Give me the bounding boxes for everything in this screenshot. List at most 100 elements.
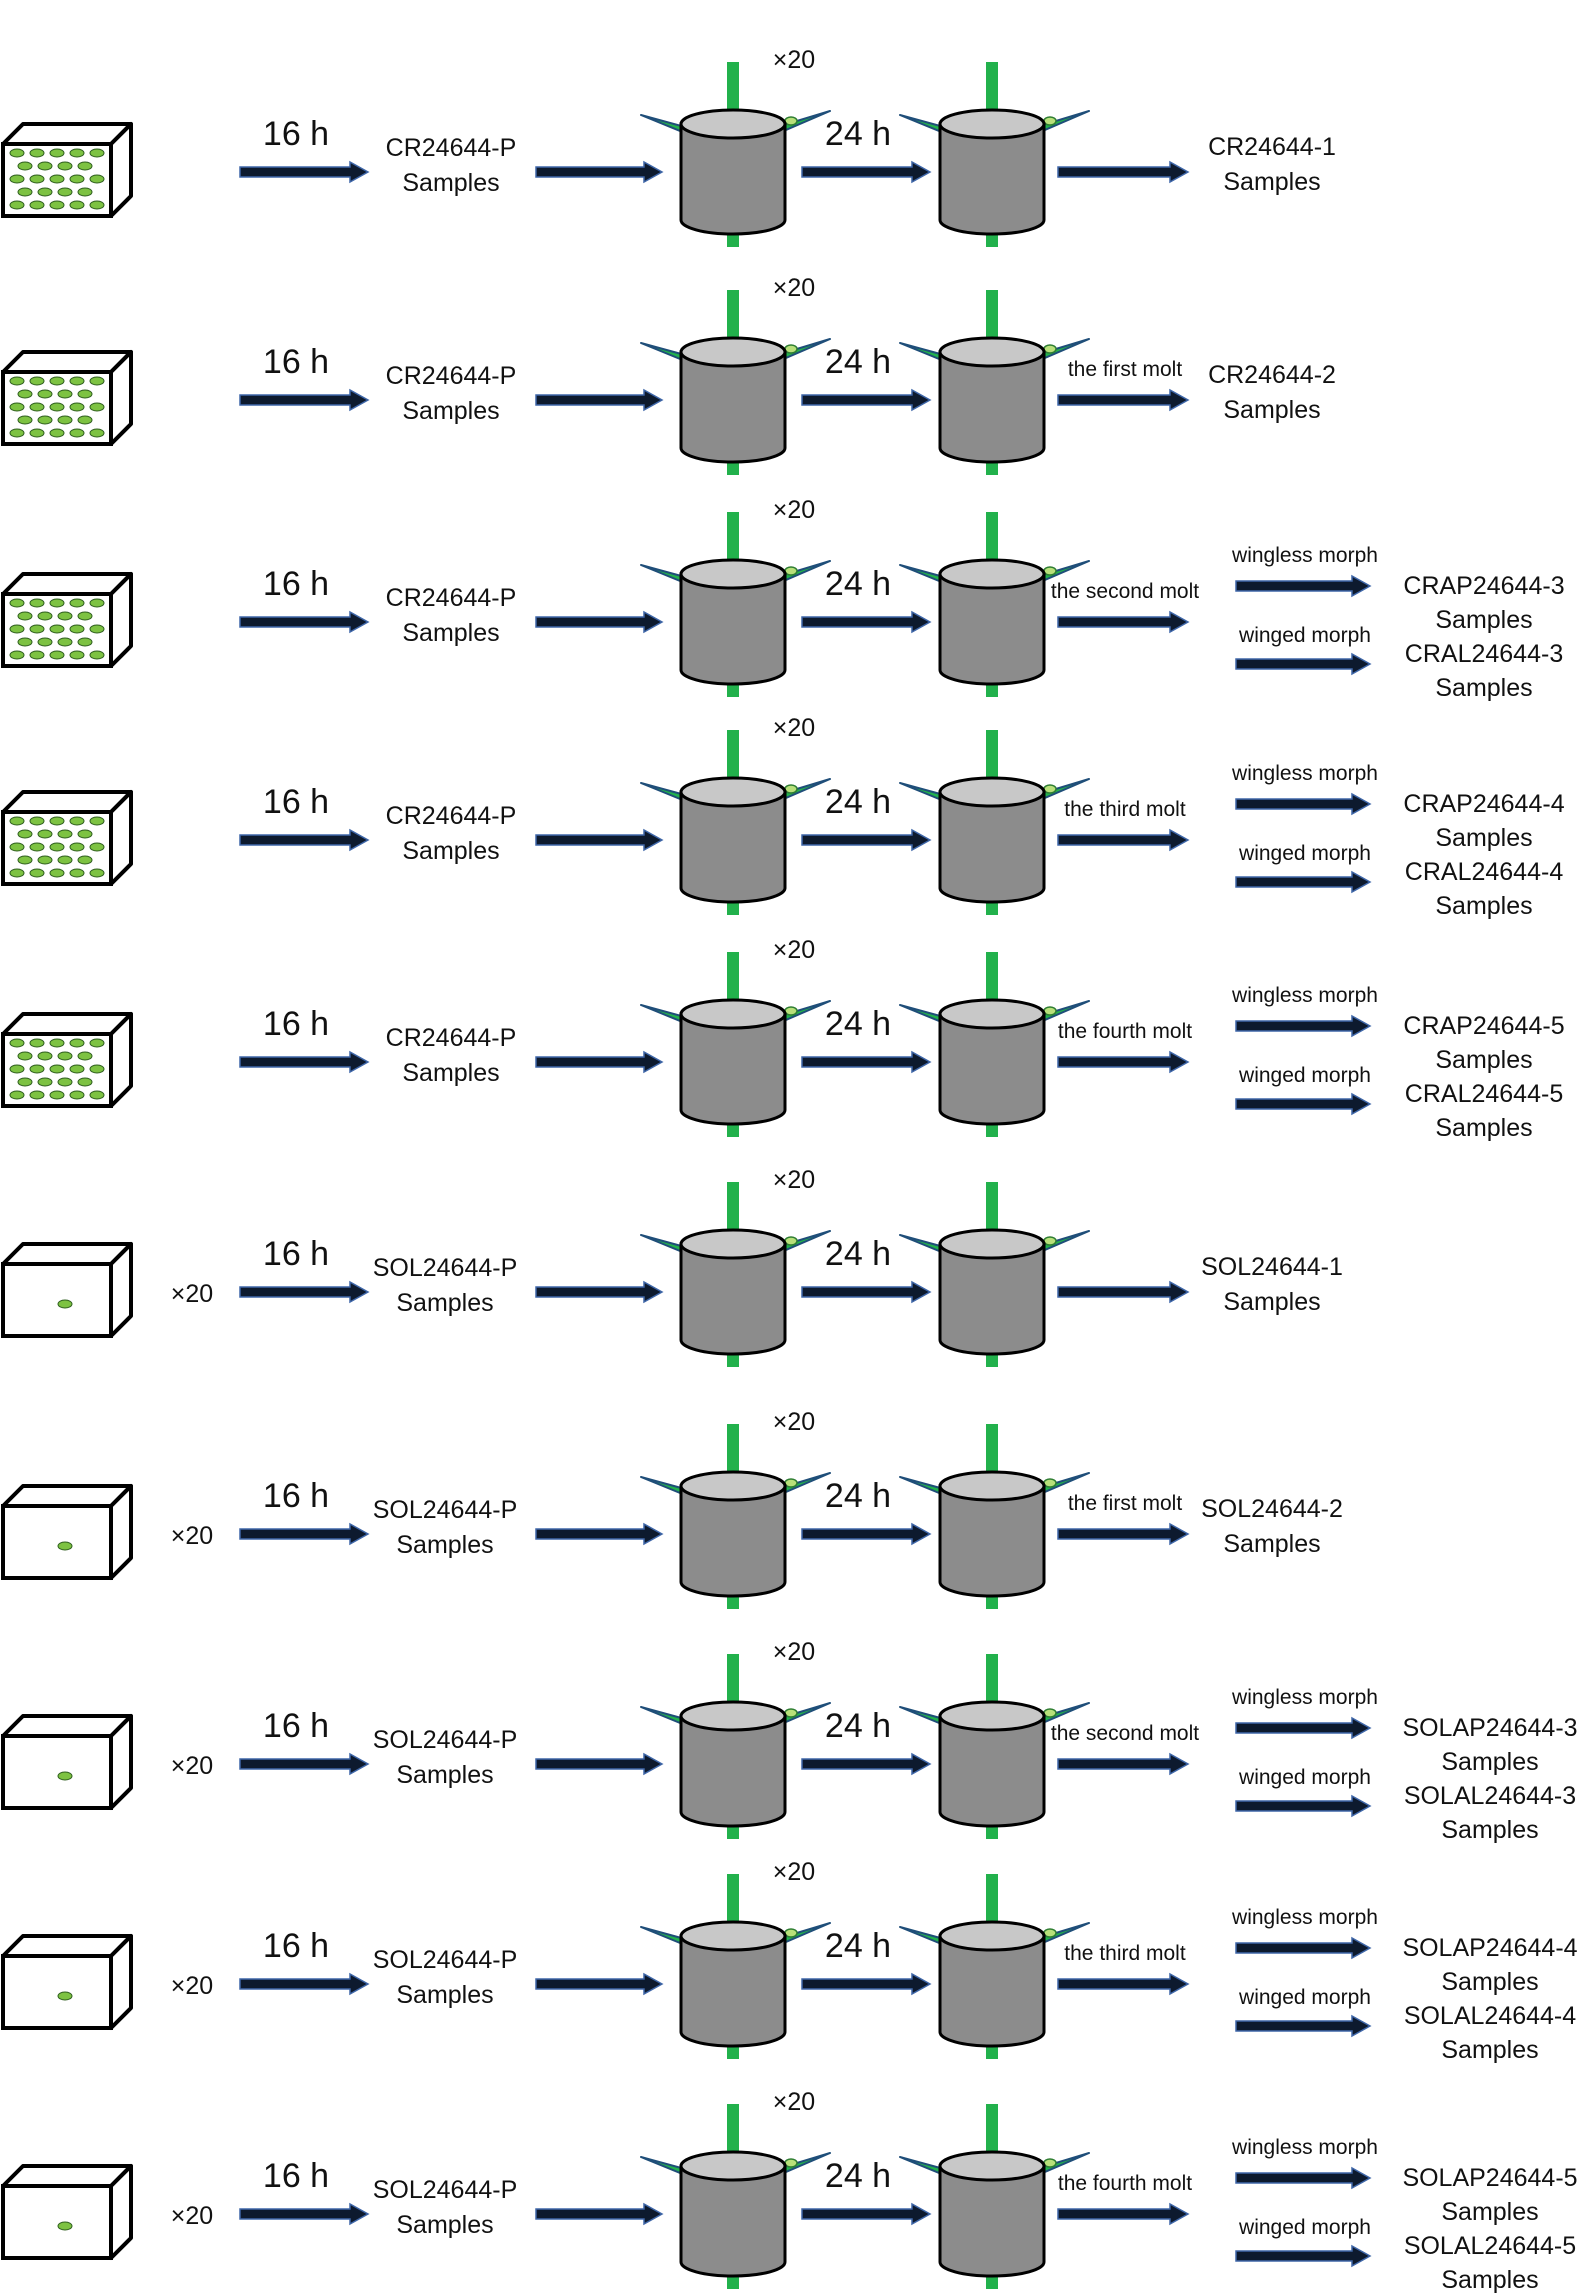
- arrow-icon: [1057, 1280, 1190, 1304]
- samples-label: Samples: [1435, 824, 1532, 852]
- samples-label: Samples: [1435, 1114, 1532, 1142]
- wingless-morph-label: wingless morph: [1231, 1686, 1378, 1709]
- molt-stage-label: the fourth molt: [1058, 1020, 1192, 1043]
- pot-icon: [679, 2150, 787, 2278]
- potted-plant-1: [641, 62, 830, 247]
- arrow-icon: [1057, 828, 1190, 852]
- winged-morph-label: winged morph: [1238, 842, 1371, 865]
- box-side-face: [109, 1934, 133, 2030]
- pot-icon: [938, 336, 1046, 464]
- arrow-icon: [1235, 1092, 1372, 1116]
- aphid-icon: [69, 868, 85, 878]
- arrow-icon: [801, 1280, 932, 1304]
- aphid-icon: [57, 1991, 73, 2001]
- box-front-face: [1, 1504, 113, 1580]
- aphid-icon: [9, 428, 25, 438]
- aphid-icon: [37, 389, 53, 399]
- aphid-icon: [49, 428, 65, 438]
- result-sample-label: CR24644-2: [1208, 361, 1336, 389]
- duration-16h-label: 16 h: [263, 1235, 329, 1273]
- aphid-icon: [77, 855, 93, 865]
- parent-sample-label: SOL24644-P: [373, 1726, 518, 1754]
- plant-multiplier-label: ×20: [773, 714, 815, 742]
- aphid-icon: [9, 174, 25, 184]
- aphid-icon: [57, 1541, 73, 1551]
- aphid-icon: [9, 200, 25, 210]
- potted-plant-2: [900, 62, 1089, 247]
- aphid-icon: [77, 829, 93, 839]
- pot-icon: [679, 1700, 787, 1828]
- duration-16h-label: 16 h: [263, 1707, 329, 1745]
- aphid-icon: [89, 376, 105, 386]
- arrow-icon: [535, 1752, 664, 1776]
- box-front-face: [1, 2184, 113, 2260]
- pot-icon: [679, 108, 787, 236]
- aphid-icon: [89, 1038, 105, 1048]
- box-side-face: [109, 1012, 133, 1108]
- aphid-icon: [9, 650, 25, 660]
- aphid-icon: [89, 428, 105, 438]
- arrow-icon: [239, 1050, 370, 1074]
- arrow-icon: [535, 1972, 664, 1996]
- aphid-icon: [29, 868, 45, 878]
- aphid-icon: [9, 816, 25, 826]
- aphid-icon: [29, 1064, 45, 1074]
- wingless-morph-label: wingless morph: [1231, 762, 1378, 785]
- aphid-icon: [49, 868, 65, 878]
- aphid-icon: [57, 855, 73, 865]
- aphid-icon: [69, 402, 85, 412]
- pot-icon: [938, 558, 1046, 686]
- pot-icon: [679, 776, 787, 904]
- potted-plant-1: [641, 1874, 830, 2059]
- aphid-icon: [37, 161, 53, 171]
- aphid-icon: [9, 376, 25, 386]
- samples-label: Samples: [402, 619, 499, 647]
- molt-stage-label: the third molt: [1064, 798, 1186, 821]
- aphid-icon: [57, 1771, 73, 1781]
- pot-icon: [938, 1470, 1046, 1598]
- box-multiplier-label: ×20: [171, 1752, 213, 1780]
- molt-stage-label: the first molt: [1068, 1492, 1183, 1515]
- wingless-result-label: CRAP24644-3: [1403, 572, 1564, 600]
- samples-label: Samples: [1441, 2198, 1538, 2226]
- box-front-face: [1, 1954, 113, 2030]
- aphid-icon: [69, 598, 85, 608]
- pot-icon: [938, 108, 1046, 236]
- arrow-icon: [239, 2202, 370, 2226]
- arrow-icon: [239, 388, 370, 412]
- aphid-icon: [57, 1051, 73, 1061]
- aphid-icon: [49, 598, 65, 608]
- arrow-icon: [239, 1280, 370, 1304]
- aphid-icon: [9, 1038, 25, 1048]
- wingless-morph-label: wingless morph: [1231, 1906, 1378, 1929]
- box-multiplier-label: ×20: [171, 1972, 213, 2000]
- box-side-face: [109, 1484, 133, 1580]
- arrow-icon: [239, 160, 370, 184]
- samples-label: Samples: [1441, 1816, 1538, 1844]
- aphid-icon: [49, 1090, 65, 1100]
- aphid-icon: [29, 428, 45, 438]
- arrow-icon: [239, 1522, 370, 1546]
- aphid-icon: [89, 598, 105, 608]
- arrow-icon: [535, 160, 664, 184]
- samples-label: Samples: [1435, 606, 1532, 634]
- aphid-icon: [17, 855, 33, 865]
- wingless-morph-label: wingless morph: [1231, 2136, 1378, 2159]
- result-sample-label: CR24644-1: [1208, 133, 1336, 161]
- aphid-icon: [69, 428, 85, 438]
- arrow-icon: [1235, 870, 1372, 894]
- plant-multiplier-label: ×20: [773, 936, 815, 964]
- samples-label: Samples: [1441, 2036, 1538, 2064]
- aphid-icon: [29, 842, 45, 852]
- potted-plant-1: [641, 2104, 830, 2289]
- box-side-face: [109, 1714, 133, 1810]
- aphid-icon: [57, 637, 73, 647]
- aphid-icon: [89, 1090, 105, 1100]
- aphid-icon: [89, 1064, 105, 1074]
- aphid-icon: [57, 611, 73, 621]
- arrow-icon: [535, 388, 664, 412]
- box-side-face: [109, 790, 133, 886]
